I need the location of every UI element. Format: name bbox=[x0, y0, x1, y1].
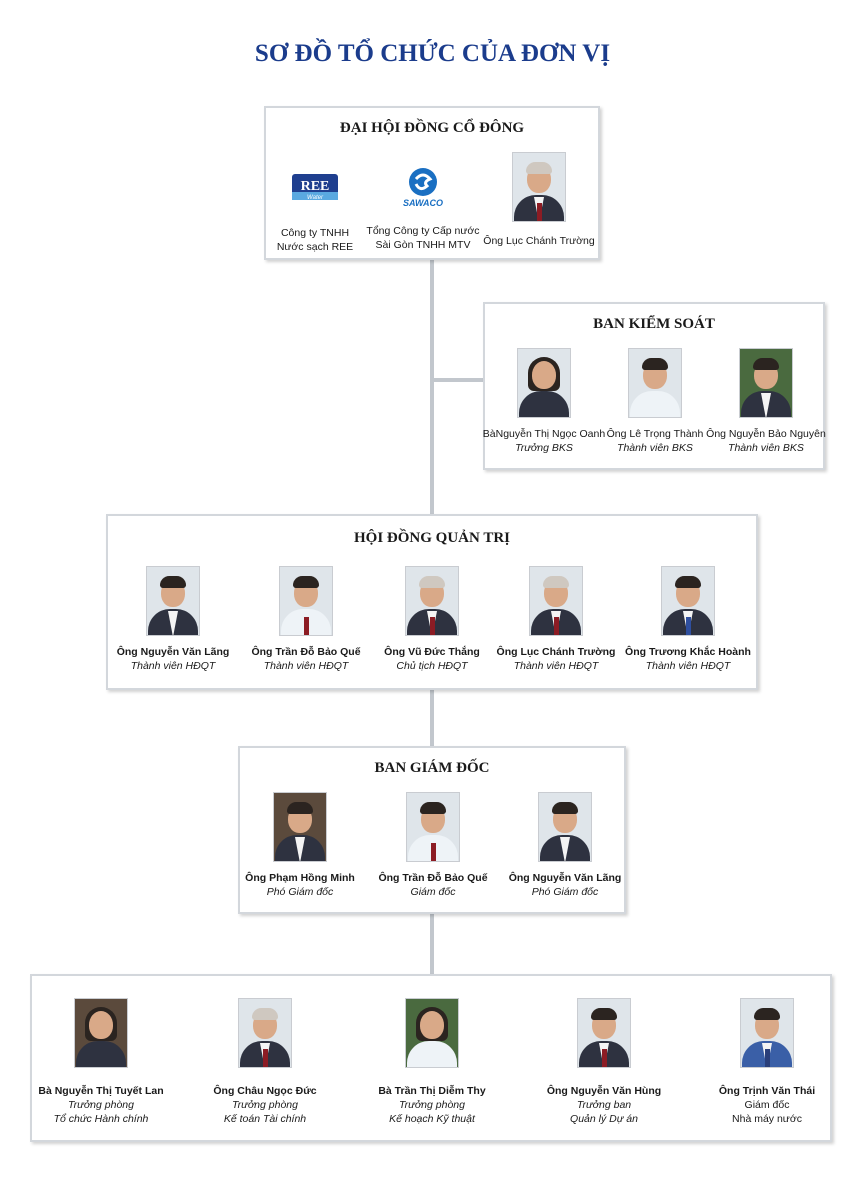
person-name: Ông Vũ Đức Thắng bbox=[384, 646, 480, 658]
supervisory-member: BàNguyễn Thị Ngọc Oanh Trưởng BKS bbox=[469, 348, 619, 455]
portrait-photo bbox=[273, 792, 327, 862]
portrait-photo bbox=[512, 152, 566, 222]
connector-directors-departments bbox=[430, 912, 434, 975]
person-role: Giám đốc bbox=[744, 1099, 790, 1111]
portrait-photo bbox=[740, 998, 794, 1068]
sawaco-logo-text: SAWACO bbox=[403, 198, 443, 208]
department-head: Bà Nguyễn Thị Tuyết Lan Trưởng phòng Tổ … bbox=[26, 998, 176, 1126]
person-role: Thành viên HĐQT bbox=[645, 660, 731, 672]
org-ree-line1: Công ty TNHH bbox=[280, 227, 350, 239]
person-name: Ông Nguyễn Văn Hùng bbox=[546, 1085, 662, 1097]
portrait-photo bbox=[529, 566, 583, 636]
board-member: Ông Trần Đỗ Bảo Quế Thành viên HĐQT bbox=[231, 566, 381, 673]
shareholder-person: Ông Lục Chánh Trường bbox=[464, 152, 614, 248]
ree-logo-text: REE bbox=[301, 179, 330, 194]
person-name: Ông Phạm Hồng Minh bbox=[245, 872, 355, 884]
person-department: Kế hoạch Kỹ thuật bbox=[389, 1113, 475, 1125]
org-sawaco-line2: Sài Gòn TNHH MTV bbox=[375, 239, 471, 251]
person-name: Ông Lê Trọng Thành bbox=[606, 428, 704, 440]
org-sawaco-line1: Tổng Công ty Cấp nước bbox=[366, 225, 480, 237]
sawaco-logo: SAWACO bbox=[396, 166, 450, 208]
page-title: SƠ ĐỒ TỔ CHỨC CỦA ĐƠN VỊ bbox=[254, 40, 611, 67]
person-department: Nhà máy nước bbox=[732, 1113, 802, 1125]
person-role: Thành viên BKS bbox=[728, 442, 804, 454]
person-name: Bà Trần Thị Diễm Thy bbox=[378, 1085, 486, 1097]
person-department: Quản lý Dự án bbox=[570, 1113, 638, 1125]
person-role: Trưởng phòng bbox=[399, 1099, 465, 1111]
connector-main-top bbox=[430, 258, 434, 515]
portrait-photo bbox=[406, 792, 460, 862]
person-department: Kế toán Tài chính bbox=[223, 1113, 307, 1125]
person-role: Thành viên HĐQT bbox=[513, 660, 599, 672]
supervisory-member: Ông Lê Trọng Thành Thành viên BKS bbox=[580, 348, 730, 455]
department-head: Ông Nguyễn Văn Hùng Trưởng ban Quản lý D… bbox=[529, 998, 679, 1126]
connector-supervisory bbox=[430, 378, 484, 382]
person-role: Phó Giám đốc bbox=[266, 886, 334, 898]
board-member: Ông Lục Chánh Trường Thành viên HĐQT bbox=[481, 566, 631, 673]
person-name: Ông Châu Ngọc Đức bbox=[213, 1085, 317, 1097]
org-ree-line2: Nước sạch REE bbox=[276, 241, 354, 253]
shareholders-box: ĐẠI HỘI ĐỒNG CỔ ĐÔNG REE Water Công ty T… bbox=[264, 106, 600, 260]
department-head: Bà Trần Thị Diễm Thy Trưởng phòng Kế hoạ… bbox=[357, 998, 507, 1126]
person-name: Ông Nguyễn Văn Lãng bbox=[508, 872, 622, 884]
portrait-photo bbox=[405, 566, 459, 636]
board-title: HỘI ĐỒNG QUẢN TRỊ bbox=[354, 530, 510, 546]
supervisory-title: BAN KIỂM SOÁT bbox=[593, 316, 715, 332]
connector-board-directors bbox=[430, 688, 434, 748]
person-name: Ông Lục Chánh Trường bbox=[483, 235, 595, 247]
board-member: Ông Trương Khắc Hoành Thành viên HĐQT bbox=[613, 566, 763, 673]
person-role: Trưởng ban bbox=[576, 1099, 632, 1111]
supervisory-member: Ông Nguyễn Bảo Nguyên Thành viên BKS bbox=[691, 348, 841, 455]
person-role: Phó Giám đốc bbox=[531, 886, 599, 898]
shareholders-title: ĐẠI HỘI ĐỒNG CỔ ĐÔNG bbox=[339, 120, 525, 136]
board-member: Ông Nguyễn Văn Lãng Thành viên HĐQT bbox=[98, 566, 248, 673]
person-name: Ông Nguyễn Văn Lãng bbox=[116, 646, 230, 658]
directors-box: BAN GIÁM ĐỐC Ông Phạm Hồng Minh Phó Giám… bbox=[238, 746, 626, 914]
person-name: Ông Trần Đỗ Bảo Quế bbox=[251, 646, 361, 658]
org-ree: REE Water Công ty TNHH Nước sạch REE bbox=[250, 168, 380, 254]
person-role: Thành viên BKS bbox=[617, 442, 693, 454]
portrait-photo bbox=[74, 998, 128, 1068]
departments-box: Bà Nguyễn Thị Tuyết Lan Trưởng phòng Tổ … bbox=[30, 974, 832, 1142]
portrait-photo bbox=[577, 998, 631, 1068]
portrait-photo bbox=[238, 998, 292, 1068]
portrait-photo bbox=[405, 998, 459, 1068]
person-role: Chủ tịch HĐQT bbox=[396, 660, 468, 672]
person-name: Ông Trịnh Văn Thái bbox=[718, 1085, 816, 1097]
person-role: Trưởng phòng bbox=[68, 1099, 134, 1111]
portrait-photo bbox=[517, 348, 571, 418]
person-name: Bà Nguyễn Thị Tuyết Lan bbox=[38, 1085, 164, 1097]
portrait-photo bbox=[739, 348, 793, 418]
person-name: BàNguyễn Thị Ngọc Oanh bbox=[482, 428, 606, 440]
person-role: Thành viên HĐQT bbox=[263, 660, 349, 672]
person-role: Trưởng phòng bbox=[232, 1099, 298, 1111]
person-name: Ông Trần Đỗ Bảo Quế bbox=[378, 872, 488, 884]
directors-title: BAN GIÁM ĐỐC bbox=[374, 760, 490, 776]
board-member: Ông Vũ Đức Thắng Chủ tịch HĐQT bbox=[357, 566, 507, 673]
person-role: Thành viên HĐQT bbox=[130, 660, 216, 672]
department-head: Ông Châu Ngọc Đức Trưởng phòng Kế toán T… bbox=[190, 998, 340, 1126]
department-head: Ông Trịnh Văn Thái Giám đốc Nhà máy nước bbox=[692, 998, 842, 1126]
portrait-photo bbox=[538, 792, 592, 862]
person-role: Giám đốc bbox=[410, 886, 456, 898]
board-box: HỘI ĐỒNG QUẢN TRỊ Ông Nguyễn Văn Lãng Th… bbox=[106, 514, 758, 690]
portrait-photo bbox=[628, 348, 682, 418]
supervisory-box: BAN KIỂM SOÁT BàNguyễn Thị Ngọc Oanh Trư… bbox=[483, 302, 826, 470]
person-role: Trưởng BKS bbox=[515, 442, 573, 454]
director-member: Ông Nguyễn Văn Lãng Phó Giám đốc bbox=[490, 792, 640, 899]
director-member: Ông Phạm Hồng Minh Phó Giám đốc bbox=[225, 792, 375, 899]
portrait-photo bbox=[661, 566, 715, 636]
person-department: Tổ chức Hành chính bbox=[53, 1113, 149, 1125]
person-name: Ông Nguyễn Bảo Nguyên bbox=[706, 428, 826, 440]
ree-logo-sub: Water bbox=[307, 195, 324, 201]
person-name: Ông Lục Chánh Trường bbox=[496, 646, 616, 658]
ree-logo: REE Water bbox=[288, 168, 342, 208]
org-sawaco: SAWACO Tổng Công ty Cấp nước Sài Gòn TNH… bbox=[358, 166, 488, 252]
portrait-photo bbox=[279, 566, 333, 636]
portrait-photo bbox=[146, 566, 200, 636]
director-member: Ông Trần Đỗ Bảo Quế Giám đốc bbox=[358, 792, 508, 899]
person-name: Ông Trương Khắc Hoành bbox=[625, 646, 751, 658]
